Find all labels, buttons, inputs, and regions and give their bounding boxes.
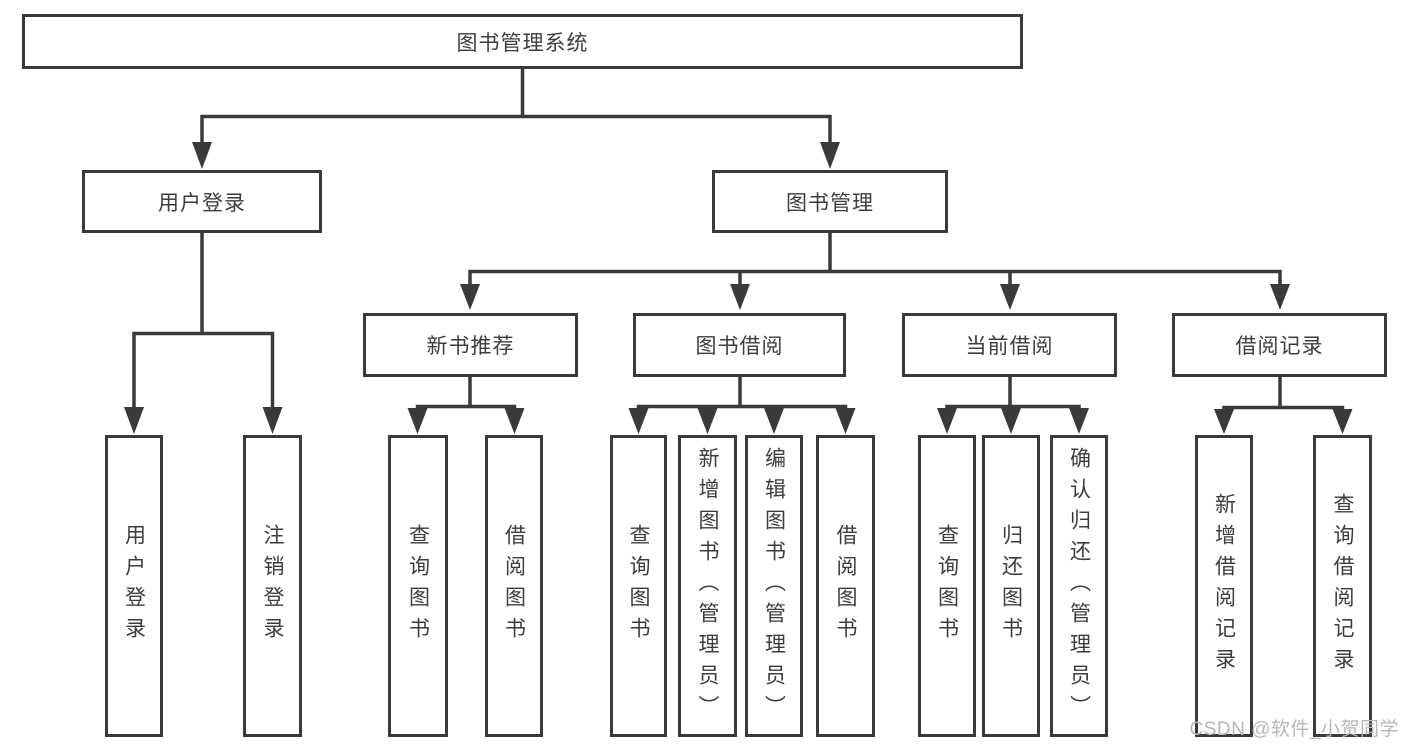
- connector-current-borrow-children: [945, 376, 1081, 410]
- leaf-return-books: 归还图书: [982, 435, 1040, 737]
- leaf-borrow-books-1: 借阅图书: [485, 435, 543, 737]
- arrow-leaf-query-books-1: [407, 408, 428, 434]
- leaf-borrow-books-1-label: 借阅图书: [502, 524, 526, 648]
- leaf-confirm-return-admin-label: 确认归还（管理员）: [1067, 446, 1091, 726]
- arrow-book-management: [820, 142, 840, 169]
- arrow-leaf-add-borrow-record: [1214, 409, 1234, 434]
- node-book-borrow: 图书借阅: [633, 313, 846, 377]
- leaf-add-books-admin-label: 新增图书（管理员）: [696, 446, 719, 726]
- leaf-query-books-1: 查询图书: [388, 435, 448, 737]
- leaf-logout: 注销登录: [243, 435, 302, 737]
- connector-borrow-records-children: [1222, 376, 1345, 411]
- leaf-confirm-return-admin: 确认归还（管理员）: [1050, 435, 1108, 737]
- arrow-leaf-return-books: [1001, 408, 1021, 434]
- leaf-query-books-1-label: 查询图书: [406, 524, 430, 648]
- arrow-leaf-logout: [262, 407, 283, 434]
- connector-book-management-children: [468, 232, 1282, 286]
- leaf-logout-label: 注销登录: [261, 524, 284, 648]
- leaf-return-books-label: 归还图书: [999, 524, 1023, 648]
- leaf-query-borrow-record-label: 查询借阅记录: [1331, 493, 1354, 679]
- arrow-leaf-query-borrow-record: [1332, 409, 1353, 434]
- leaf-add-books-admin: 新增图书（管理员）: [678, 435, 737, 737]
- leaf-query-books-3-label: 查询图书: [935, 524, 959, 648]
- arrow-new-book-recommend: [460, 284, 480, 310]
- node-new-book-recommend: 新书推荐: [363, 313, 578, 377]
- arrow-leaf-borrow-books-2: [835, 408, 856, 434]
- arrow-current-borrow: [1000, 284, 1020, 310]
- leaf-borrow-books-2-label: 借阅图书: [834, 524, 857, 648]
- arrow-leaf-query-books-3: [937, 408, 957, 434]
- leaf-add-borrow-record: 新增借阅记录: [1195, 435, 1253, 737]
- arrow-book-borrow: [730, 284, 750, 310]
- arrow-leaf-confirm-return: [1069, 408, 1089, 434]
- arrow-leaf-query-books-2: [628, 408, 649, 434]
- leaf-borrow-books-2: 借阅图书: [816, 435, 875, 737]
- leaf-user-login-label: 用户登录: [122, 524, 146, 648]
- leaf-edit-books-admin: 编辑图书（管理员）: [745, 435, 803, 737]
- node-book-management: 图书管理: [712, 170, 948, 233]
- arrow-leaf-edit-books: [764, 408, 784, 434]
- connector-user-login-children: [132, 232, 275, 409]
- arrow-leaf-add-books: [697, 408, 718, 434]
- csdn-watermark: CSDN @软件_小贺同学: [1189, 719, 1399, 740]
- connector-root-to-level2: [200, 66, 832, 144]
- leaf-query-books-2-label: 查询图书: [627, 524, 650, 648]
- leaf-query-books-3: 查询图书: [918, 435, 976, 737]
- connector-book-borrow-children: [636, 376, 848, 410]
- node-current-borrow: 当前借阅: [902, 313, 1117, 377]
- leaf-edit-books-admin-label: 编辑图书（管理员）: [762, 446, 786, 726]
- leaf-query-borrow-record: 查询借阅记录: [1313, 435, 1372, 737]
- leaf-add-borrow-record-label: 新增借阅记录: [1212, 493, 1236, 679]
- node-user-login: 用户登录: [82, 170, 322, 233]
- arrow-borrow-records: [1270, 284, 1290, 310]
- connector-new-book-children: [415, 376, 517, 410]
- node-root: 图书管理系统: [22, 14, 1023, 69]
- leaf-query-books-2: 查询图书: [610, 435, 667, 737]
- leaf-user-login: 用户登录: [105, 435, 163, 737]
- arrow-leaf-borrow-books-1: [504, 408, 525, 434]
- arrow-leaf-user-login: [124, 407, 144, 434]
- arrow-user-login: [192, 142, 212, 169]
- node-borrow-records: 借阅记录: [1172, 313, 1387, 377]
